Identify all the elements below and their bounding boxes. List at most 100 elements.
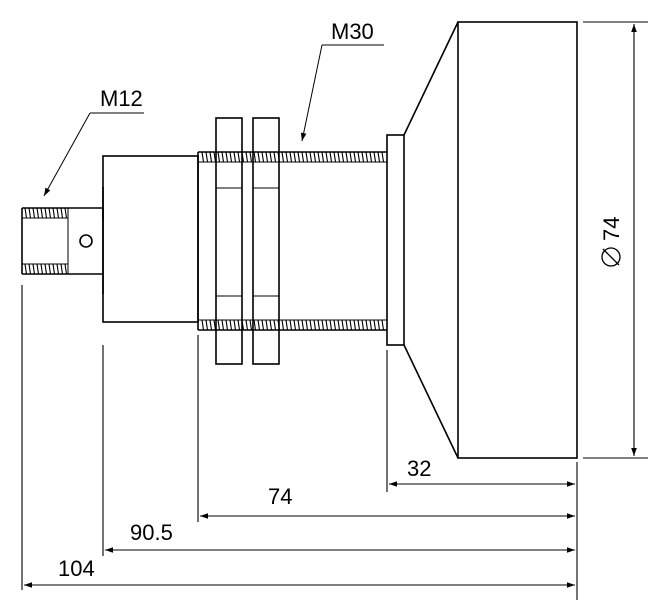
- m30-thread-bottom: [201, 319, 385, 331]
- thread-tick: [329, 319, 333, 331]
- thread-tick: [301, 151, 305, 163]
- thread-tick: [373, 151, 377, 163]
- thread-tick: [221, 151, 225, 163]
- thread-tick: [369, 319, 373, 331]
- thread-tick: [289, 319, 293, 331]
- thread-tick: [353, 151, 357, 163]
- thread-tick: [245, 151, 249, 163]
- thread-tick: [329, 151, 333, 163]
- thread-tick: [24, 263, 28, 275]
- thread-tick: [269, 319, 273, 331]
- thread-tick: [309, 319, 313, 331]
- thread-tick: [381, 151, 385, 163]
- thread-tick: [281, 319, 285, 331]
- thread-tick: [237, 151, 241, 163]
- thread-tick: [337, 151, 341, 163]
- thread-tick: [305, 319, 309, 331]
- thread-tick: [297, 151, 301, 163]
- thread-tick: [313, 319, 317, 331]
- thread-tick: [297, 319, 301, 331]
- callout-m12-label: M12: [100, 86, 143, 111]
- diameter-label-group: 74: [599, 217, 624, 267]
- thread-tick: [36, 263, 40, 275]
- thread-tick: [321, 151, 325, 163]
- sensor-head: [386, 21, 578, 459]
- thread-tick: [48, 263, 52, 275]
- thread-tick: [225, 319, 229, 331]
- thread-tick: [40, 207, 44, 219]
- thread-tick: [361, 151, 365, 163]
- thread-tick: [369, 151, 373, 163]
- thread-tick: [44, 207, 48, 219]
- thread-tick: [52, 263, 56, 275]
- thread-tick: [233, 151, 237, 163]
- thread-tick: [209, 319, 213, 331]
- thread-tick: [217, 319, 221, 331]
- lock-nut-left: [215, 117, 243, 365]
- thread-tick: [293, 151, 297, 163]
- thread-tick: [44, 263, 48, 275]
- dimension-74: 74: [200, 484, 575, 519]
- thread-tick: [233, 319, 237, 331]
- thread-tick: [56, 263, 60, 275]
- dimension-90-5: 90.5: [105, 520, 575, 553]
- thread-tick: [305, 151, 309, 163]
- thread-tick: [64, 263, 68, 275]
- thread-tick: [333, 151, 337, 163]
- thread-tick: [40, 263, 44, 275]
- thread-tick: [217, 151, 221, 163]
- thread-tick: [309, 151, 313, 163]
- thread-tick: [313, 151, 317, 163]
- dimension-32: 32: [389, 456, 575, 487]
- thread-tick: [269, 151, 273, 163]
- thread-tick: [381, 319, 385, 331]
- hole-icon: [79, 234, 93, 248]
- thread-tick: [333, 319, 337, 331]
- rear-body: [102, 155, 199, 323]
- thread-tick: [32, 263, 36, 275]
- thread-tick: [349, 319, 353, 331]
- thread-tick: [265, 319, 269, 331]
- callout-m30-label: M30: [331, 19, 374, 44]
- thread-tick: [261, 151, 265, 163]
- thread-tick: [281, 151, 285, 163]
- thread-tick: [201, 319, 205, 331]
- m30-threaded-barrel: [197, 151, 387, 331]
- thread-tick: [373, 319, 377, 331]
- callout-m12: M12: [43, 86, 144, 197]
- thread-tick: [357, 319, 361, 331]
- thread-tick: [361, 319, 365, 331]
- thread-tick: [377, 151, 381, 163]
- dimension-104-value: 104: [58, 556, 95, 581]
- thread-tick: [253, 319, 257, 331]
- thread-tick: [365, 151, 369, 163]
- thread-tick: [60, 263, 64, 275]
- thread-tick: [229, 151, 233, 163]
- thread-tick: [273, 319, 277, 331]
- dimension-104: 104: [24, 556, 575, 588]
- thread-tick: [225, 151, 229, 163]
- thread-tick: [261, 319, 265, 331]
- thread-tick: [36, 207, 40, 219]
- thread-tick: [349, 151, 353, 163]
- callout-m30: M30: [300, 19, 384, 142]
- thread-tick: [209, 151, 213, 163]
- m12-thread-top: [24, 207, 68, 219]
- m12-thread-bottom: [24, 263, 68, 275]
- thread-tick: [60, 207, 64, 219]
- thread-tick: [317, 319, 321, 331]
- thread-tick: [237, 319, 241, 331]
- extension-lines: [21, 285, 578, 600]
- dimension-32-value: 32: [407, 456, 431, 481]
- m30-thread-top: [201, 151, 385, 163]
- thread-tick: [285, 151, 289, 163]
- thread-tick: [253, 151, 257, 163]
- thread-tick: [273, 151, 277, 163]
- thread-tick: [56, 207, 60, 219]
- thread-tick: [317, 151, 321, 163]
- thread-tick: [285, 319, 289, 331]
- thread-tick: [201, 151, 205, 163]
- thread-tick: [341, 319, 345, 331]
- thread-tick: [357, 151, 361, 163]
